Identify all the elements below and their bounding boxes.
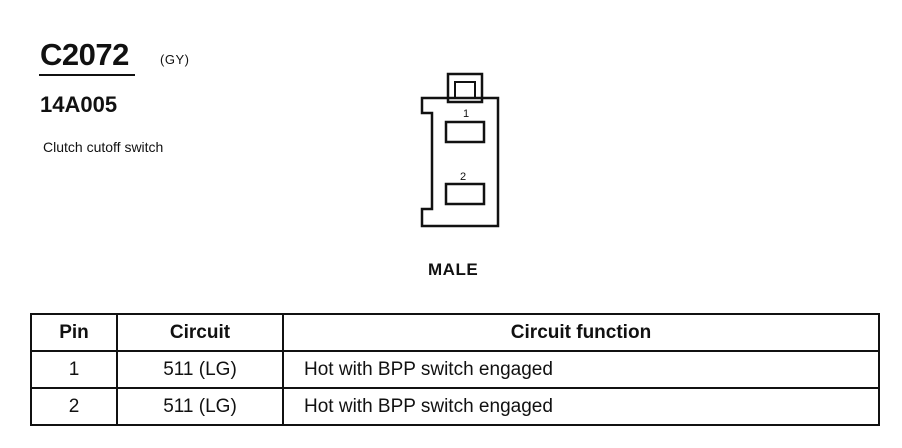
table-row: 2 511 (LG) Hot with BPP switch engaged — [30, 387, 880, 426]
connector-body — [420, 96, 500, 228]
pin-2-cavity — [444, 182, 486, 206]
pin-2-label: 2 — [460, 171, 466, 183]
connector-latch — [446, 72, 484, 104]
part-number: 14A005 — [40, 92, 118, 117]
pinout-table: Pin Circuit Circuit function 1 511 (LG) … — [30, 313, 880, 426]
connector-id: C2072 — [40, 37, 129, 72]
title-rule — [39, 74, 135, 76]
connector-description: Clutch cutoff switch — [43, 139, 164, 155]
circuit-function-cell: Hot with BPP switch engaged — [282, 350, 880, 389]
circuit-cell: 511 (LG) — [116, 387, 284, 426]
pin-cell: 1 — [30, 350, 118, 389]
pin-1-label: 1 — [463, 108, 469, 120]
circuit-function-cell: Hot with BPP switch engaged — [282, 387, 880, 426]
header-circuit-function: Circuit function — [282, 313, 880, 352]
connector-gender-label: MALE — [428, 260, 479, 279]
connector-face-diagram: 1 2 — [420, 72, 500, 228]
header-pin: Pin — [30, 313, 118, 352]
pin-1-cavity — [444, 120, 486, 144]
table-header-row: Pin Circuit Circuit function — [30, 313, 880, 352]
header-circuit: Circuit — [116, 313, 284, 352]
table-row: 1 511 (LG) Hot with BPP switch engaged — [30, 350, 880, 389]
connector-latch-inner — [454, 81, 476, 99]
circuit-cell: 511 (LG) — [116, 350, 284, 389]
connector-color-code: (GY) — [160, 52, 190, 67]
pin-cell: 2 — [30, 387, 118, 426]
